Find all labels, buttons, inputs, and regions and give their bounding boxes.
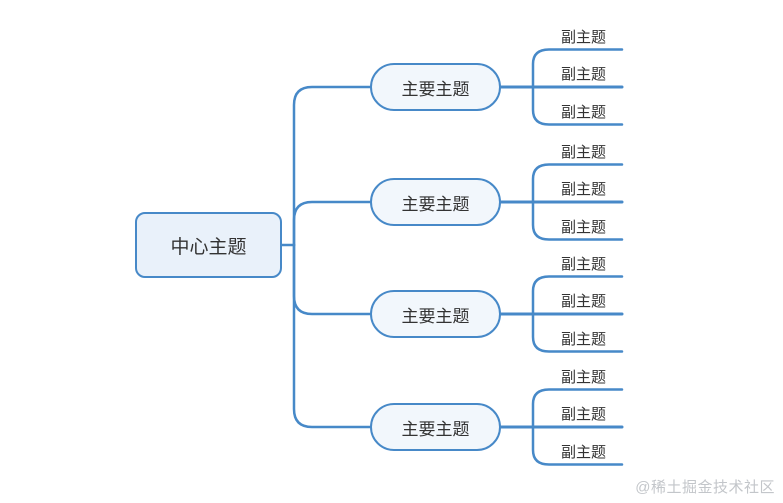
subtopic-node-2-3[interactable]: 副主题 [545, 218, 622, 238]
branch-line-4 [292, 243, 372, 429]
subtopic-bracket [531, 275, 624, 353]
subtopic-node-1-2[interactable]: 副主题 [545, 65, 622, 85]
subtopic-node-3-3[interactable]: 副主题 [545, 330, 622, 350]
main-topic-node-3[interactable]: 主要主题 [370, 290, 501, 338]
subtopic-node-4-2[interactable]: 副主题 [545, 405, 622, 425]
main-topic-label: 主要主题 [401, 419, 470, 439]
main-topic-node-4[interactable]: 主要主题 [370, 403, 501, 451]
main-topic-label: 主要主题 [401, 194, 470, 214]
subtopic-node-4-1[interactable]: 副主题 [545, 368, 622, 388]
subtopic-bracket [531, 388, 624, 466]
subtopic-node-1-3[interactable]: 副主题 [545, 103, 622, 123]
subtopic-label: 副主题 [560, 66, 606, 83]
branch-line-3 [292, 243, 372, 316]
main-topic-node-1[interactable]: 主要主题 [370, 63, 501, 111]
subtopic-bracket [531, 163, 624, 241]
subtopic-bracket [531, 48, 624, 126]
subtopic-label: 副主题 [560, 368, 606, 386]
branch-line-1 [292, 85, 372, 247]
central-topic-label: 中心主题 [170, 236, 247, 258]
subtopic-node-3-2[interactable]: 副主题 [545, 292, 622, 312]
main-topic-label: 主要主题 [401, 79, 470, 99]
subtopic-node-4-3[interactable]: 副主题 [545, 443, 622, 463]
main-topic-label: 主要主题 [401, 306, 470, 326]
main-topic-node-2[interactable]: 主要主题 [370, 178, 501, 226]
branch-line-2 [292, 200, 372, 247]
subtopic-label: 副主题 [560, 143, 606, 161]
watermark-text: @稀土掘金技术社区 [635, 479, 775, 496]
subtopic-node-1-1[interactable]: 副主题 [545, 28, 622, 48]
subtopic-label: 副主题 [560, 443, 606, 461]
subtopic-label: 副主题 [560, 255, 606, 273]
subtopic-label: 副主题 [560, 103, 606, 121]
subtopic-node-3-1[interactable]: 副主题 [545, 255, 622, 275]
subtopic-label: 副主题 [560, 406, 606, 423]
subtopic-label: 副主题 [560, 293, 606, 310]
subtopic-label: 副主题 [560, 28, 606, 46]
subtopic-node-2-2[interactable]: 副主题 [545, 180, 622, 200]
central-topic-node[interactable]: 中心主题 [135, 212, 282, 278]
subtopic-label: 副主题 [560, 330, 606, 348]
subtopic-label: 副主题 [560, 181, 606, 198]
subtopic-node-2-1[interactable]: 副主题 [545, 143, 622, 163]
subtopic-label: 副主题 [560, 218, 606, 236]
